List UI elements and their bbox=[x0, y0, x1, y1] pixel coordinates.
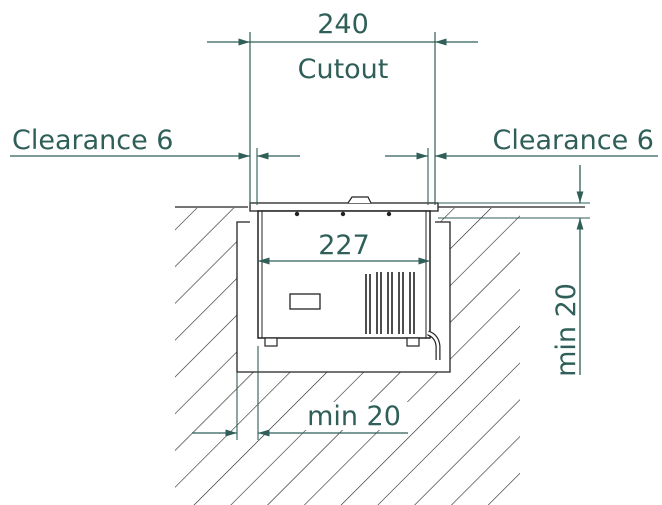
cutout-value: 240 bbox=[317, 9, 369, 40]
display-window bbox=[289, 293, 321, 310]
clearance-right-label: Clearance 6 bbox=[493, 125, 655, 156]
min-depth-label: min 20 bbox=[551, 283, 582, 377]
min-side-label: min 20 bbox=[307, 401, 401, 432]
unit-width-value: 227 bbox=[318, 230, 370, 261]
dimension-unit-width: 227 bbox=[258, 230, 430, 265]
cutout-label: Cutout bbox=[298, 54, 389, 85]
dimension-cutout: 240 Cutout bbox=[207, 9, 478, 205]
dimension-clearance-left: Clearance 6 bbox=[10, 125, 300, 205]
cutout-pocket bbox=[236, 221, 451, 373]
clearance-left-label: Clearance 6 bbox=[12, 125, 174, 156]
dimension-min-side: min 20 bbox=[192, 346, 410, 440]
appliance-unit bbox=[249, 196, 441, 360]
dimension-clearance-right: Clearance 6 bbox=[385, 125, 658, 205]
ventilation-grille bbox=[365, 272, 415, 334]
dimension-min-depth: min 20 bbox=[438, 165, 590, 377]
